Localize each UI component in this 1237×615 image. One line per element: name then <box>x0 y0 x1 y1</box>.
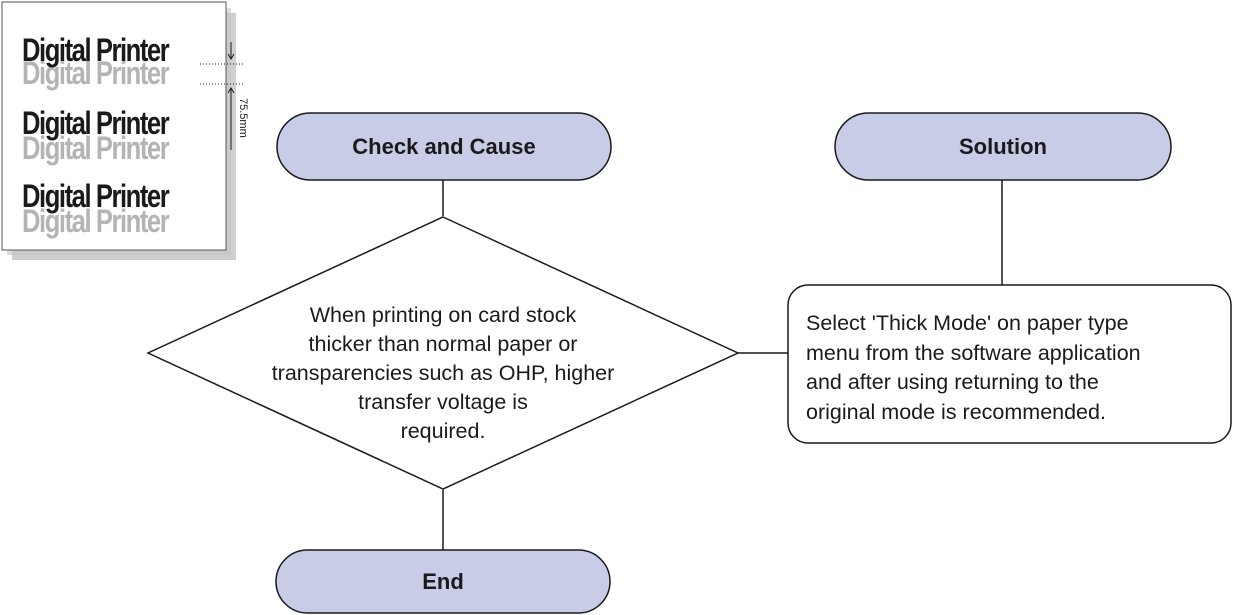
sample-ghost-line-2: Digital Printer <box>22 130 170 166</box>
condition-diamond <box>146 216 740 490</box>
solution-terminal <box>834 112 1172 181</box>
condition-text: When printing on card stock thicker than… <box>238 301 648 461</box>
sample-ghost-line-3: Digital Printer <box>22 203 170 239</box>
solution-line-3: and after using returning to the <box>806 370 1099 394</box>
check-cause-terminal <box>276 112 612 181</box>
condition-line-1: When printing on card stock <box>309 303 577 327</box>
dimension-marker <box>200 42 244 150</box>
solution-label: Solution <box>959 133 1047 159</box>
condition-line-4: transfer voltage is <box>358 390 528 414</box>
end-terminal <box>275 549 611 614</box>
sample-page-illustration <box>1 1 236 260</box>
condition-line-5: required. <box>400 419 486 443</box>
solution-line-1: Select 'Thick Mode' on paper type <box>806 311 1129 335</box>
sample-ghost-line-1: Digital Printer <box>22 55 170 91</box>
end-label: End <box>422 568 464 594</box>
solution-text: Select 'Thick Mode' on paper type menu f… <box>806 309 1226 434</box>
sample-line-1: Digital Printer <box>22 32 170 68</box>
condition-line-2: thicker than normal paper or <box>308 332 578 356</box>
dimension-label: 75.5mm <box>237 98 249 138</box>
solution-box <box>787 284 1232 444</box>
solution-line-4: original mode is recommended. <box>806 399 1106 424</box>
sample-line-3: Digital Printer <box>22 178 170 214</box>
condition-line-3: transparencies such as OHP, higher <box>271 361 615 385</box>
check-cause-label: Check and Cause <box>352 133 536 159</box>
solution-line-2: menu from the software application <box>806 340 1141 365</box>
sample-line-2: Digital Printer <box>22 105 170 141</box>
connectors <box>442 180 1003 550</box>
